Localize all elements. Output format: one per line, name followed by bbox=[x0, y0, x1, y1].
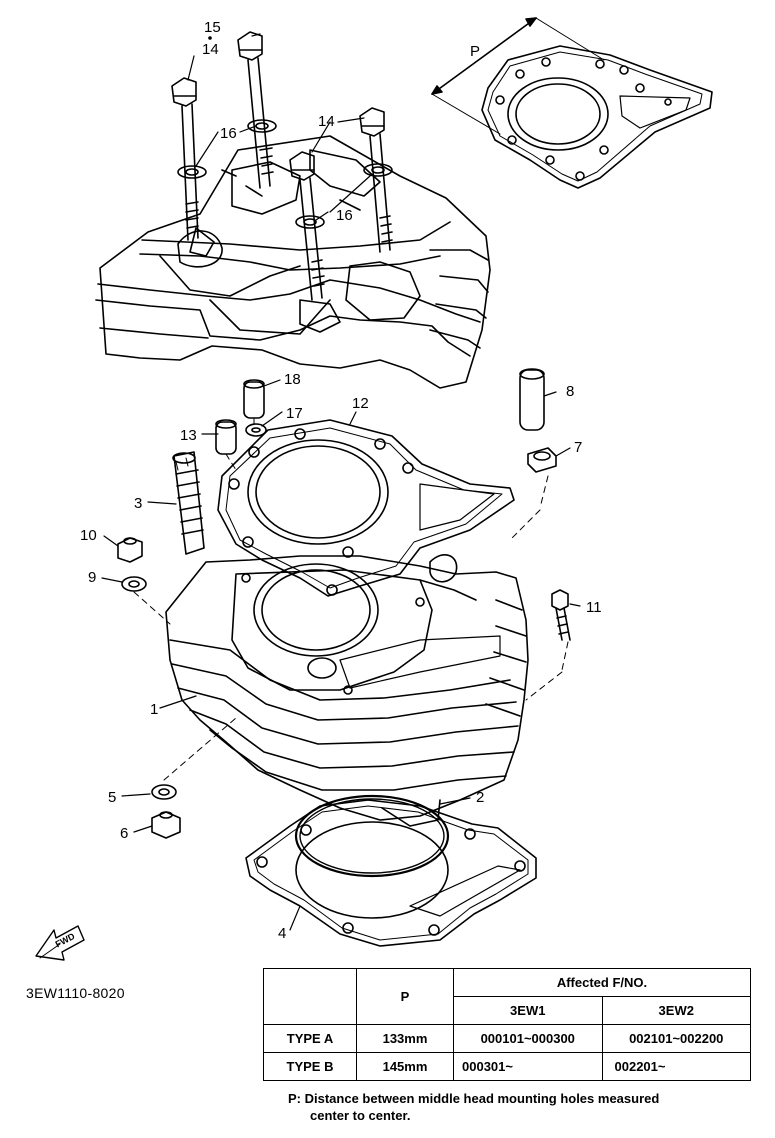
callout-16-right: 16 bbox=[336, 207, 353, 224]
callout-15: 15 bbox=[204, 19, 221, 36]
callout-5: 5 bbox=[108, 789, 116, 806]
row-3ew1: 000101~000300 bbox=[453, 1024, 603, 1053]
callout-2: 2 bbox=[476, 789, 484, 806]
small-parts bbox=[117, 368, 571, 839]
row-type: TYPE B bbox=[263, 1052, 357, 1081]
cylinder-gasket bbox=[217, 419, 515, 597]
row-p: 145mm bbox=[356, 1052, 454, 1081]
callout-13: 13 bbox=[180, 427, 197, 444]
callout-12: 12 bbox=[352, 395, 369, 412]
callout-7: 7 bbox=[574, 439, 582, 456]
row-p: 133mm bbox=[356, 1024, 454, 1053]
table-empty-header bbox=[263, 968, 357, 1025]
callout-labels: 15 14 P 16 14 16 18 8 17 12 13 7 3 10 9 … bbox=[80, 19, 602, 942]
p-definition-note: P: Distance between middle head mounting… bbox=[288, 1090, 758, 1124]
callout-1: 1 bbox=[150, 701, 158, 718]
callout-4: 4 bbox=[278, 925, 286, 942]
row-3ew1: 000301~ bbox=[453, 1052, 603, 1081]
note-line-2: center to center. bbox=[310, 1108, 411, 1123]
front-direction-arrow: FWD bbox=[35, 925, 85, 961]
front-arrow-label: FWD bbox=[54, 931, 77, 950]
callout-9: 9 bbox=[88, 569, 96, 586]
head-gasket-detail bbox=[431, 17, 713, 189]
table-row: TYPE A 133mm 000101~000300 002101~002200 bbox=[263, 1024, 751, 1053]
callout-17: 17 bbox=[286, 405, 303, 422]
callout-8: 8 bbox=[566, 383, 574, 400]
table-subheader-3ew1: 3EW1 bbox=[453, 996, 603, 1025]
callout-14-left: 14 bbox=[202, 41, 219, 58]
table-header-p: P bbox=[356, 968, 454, 1025]
note-line-1: P: Distance between middle head mounting… bbox=[288, 1091, 660, 1106]
row-type: TYPE A bbox=[263, 1024, 357, 1053]
row-3ew2: 002201~ bbox=[601, 1052, 751, 1081]
leader-lines bbox=[101, 33, 581, 931]
head-bolts bbox=[171, 31, 393, 301]
base-gasket bbox=[245, 794, 537, 947]
diagram-code: 3EW1110-8020 bbox=[26, 985, 125, 1001]
table-row: TYPE B 145mm 000301~ 002201~ bbox=[263, 1052, 751, 1081]
callout-11: 11 bbox=[586, 599, 602, 616]
alignment-lines bbox=[133, 417, 569, 781]
row-3ew2: 002101~002200 bbox=[601, 1024, 751, 1053]
cylinder-head bbox=[95, 135, 491, 389]
callout-6: 6 bbox=[120, 825, 128, 842]
table-subheader-3ew2: 3EW2 bbox=[601, 996, 751, 1025]
dimension-p-label: P bbox=[470, 43, 480, 60]
callout-3: 3 bbox=[134, 495, 142, 512]
callout-18: 18 bbox=[284, 371, 301, 388]
affected-frame-table: P Affected F/NO. 3EW1 3EW2 TYPE A 133mm … bbox=[263, 968, 751, 1081]
callout-10: 10 bbox=[80, 527, 97, 544]
table-header-affected: Affected F/NO. bbox=[453, 968, 751, 997]
callout-14-right: 14 bbox=[318, 113, 335, 130]
cylinder-block bbox=[165, 553, 529, 827]
callout-16-left: 16 bbox=[220, 125, 237, 142]
